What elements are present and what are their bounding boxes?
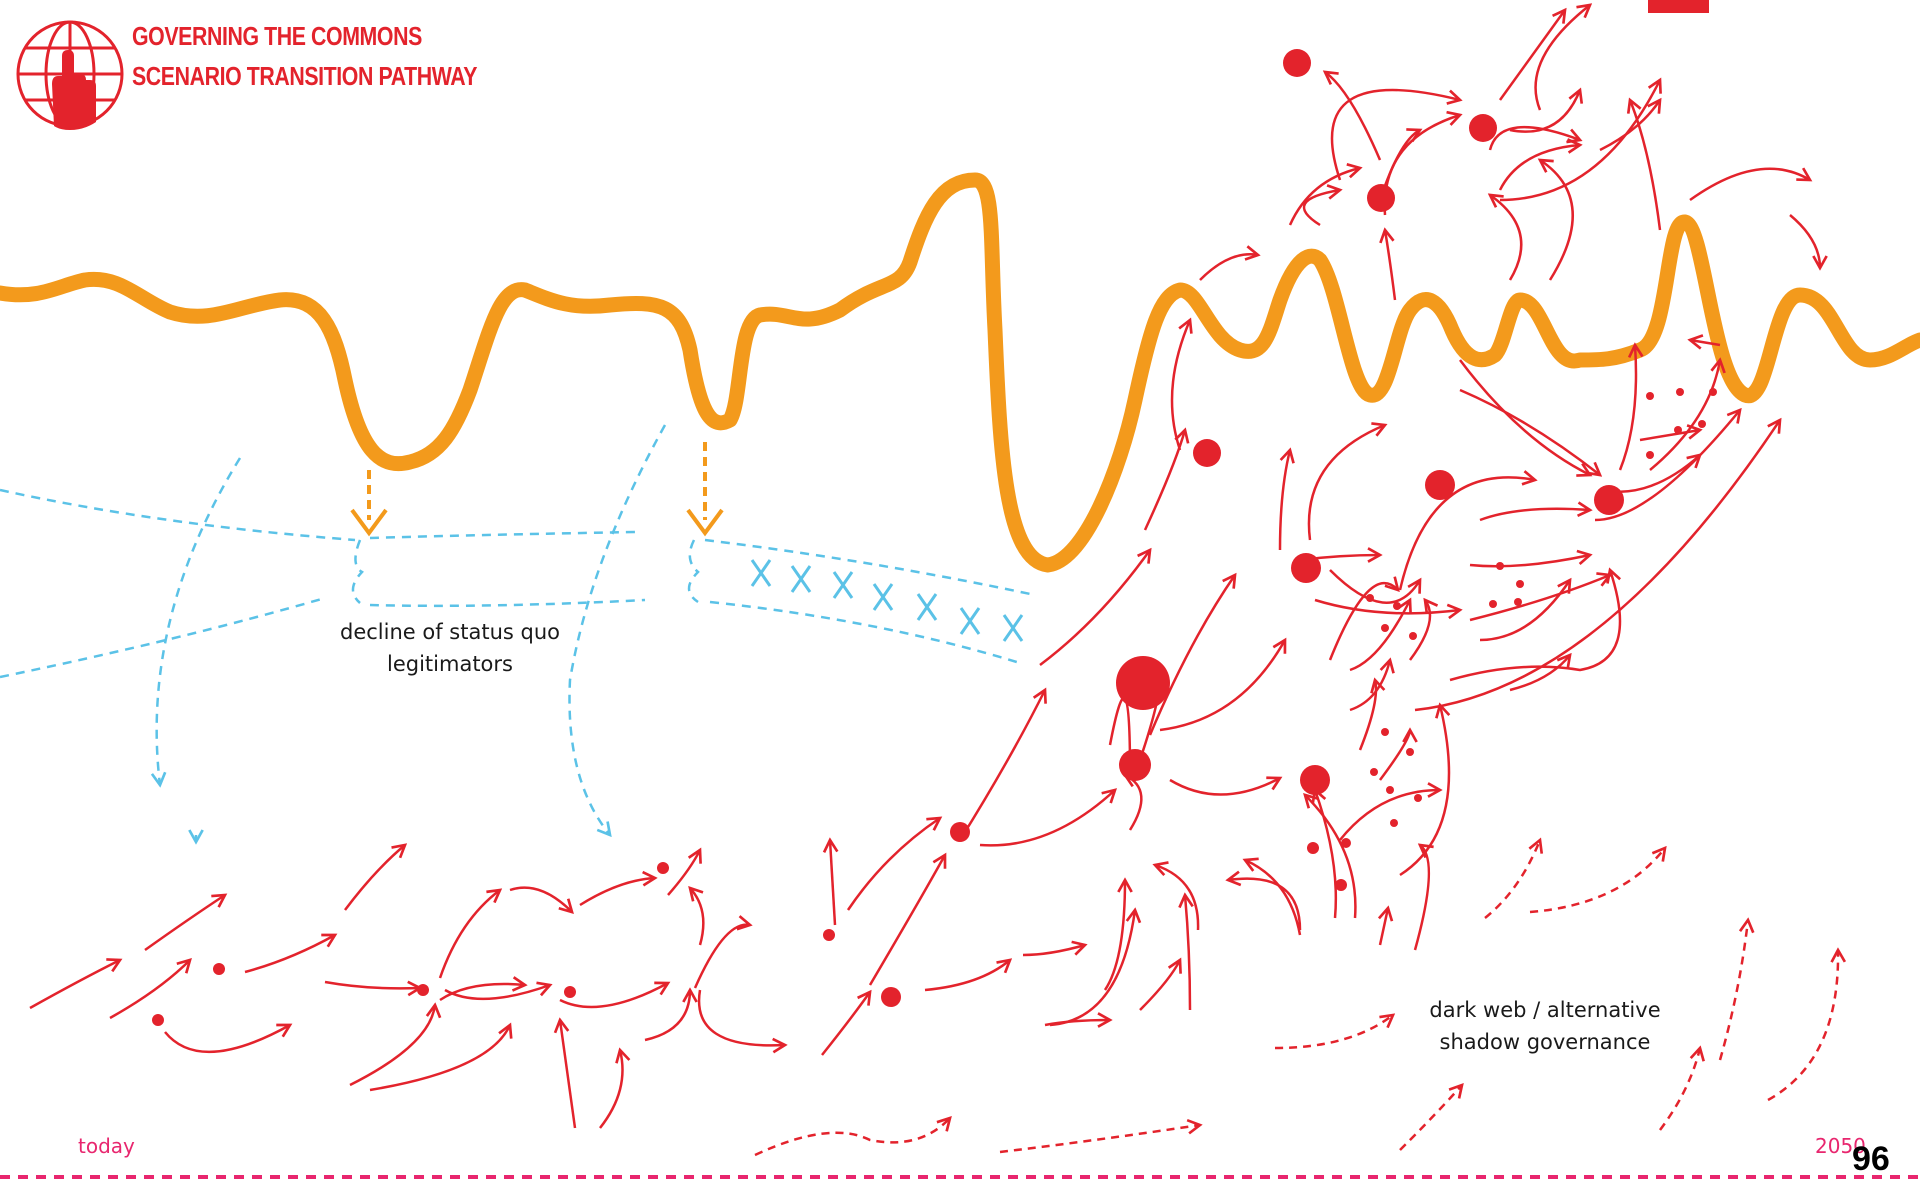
timeline-start-label: today	[78, 1134, 135, 1158]
header-subtitle: SCENARIO TRANSITION PATHWAY	[132, 61, 478, 91]
status-quo-wave	[0, 172, 1920, 573]
header-title: GOVERNING THE COMMONS	[132, 21, 422, 51]
decline-label: decline of status quo legitimators	[340, 620, 560, 676]
shadow-governance-dashed-arrows	[754, 840, 1838, 1157]
timeline-end-label: 2050	[1815, 1134, 1866, 1158]
corner-red-tab	[1648, 0, 1709, 13]
status-quo-dashed-lines	[0, 424, 1036, 842]
emergent-pathway-arrows	[29, 5, 1820, 1129]
decline-drop-arrows	[350, 442, 724, 537]
pathway-nodes	[152, 49, 1624, 1026]
blocked-x-marks	[750, 559, 1024, 642]
page-number: 96	[1852, 1140, 1890, 1178]
pathway-dot-clusters	[1366, 388, 1717, 827]
dark-web-label: dark web / alternative shadow governance	[1429, 998, 1661, 1054]
globe-hand-logo-icon	[16, 20, 124, 130]
